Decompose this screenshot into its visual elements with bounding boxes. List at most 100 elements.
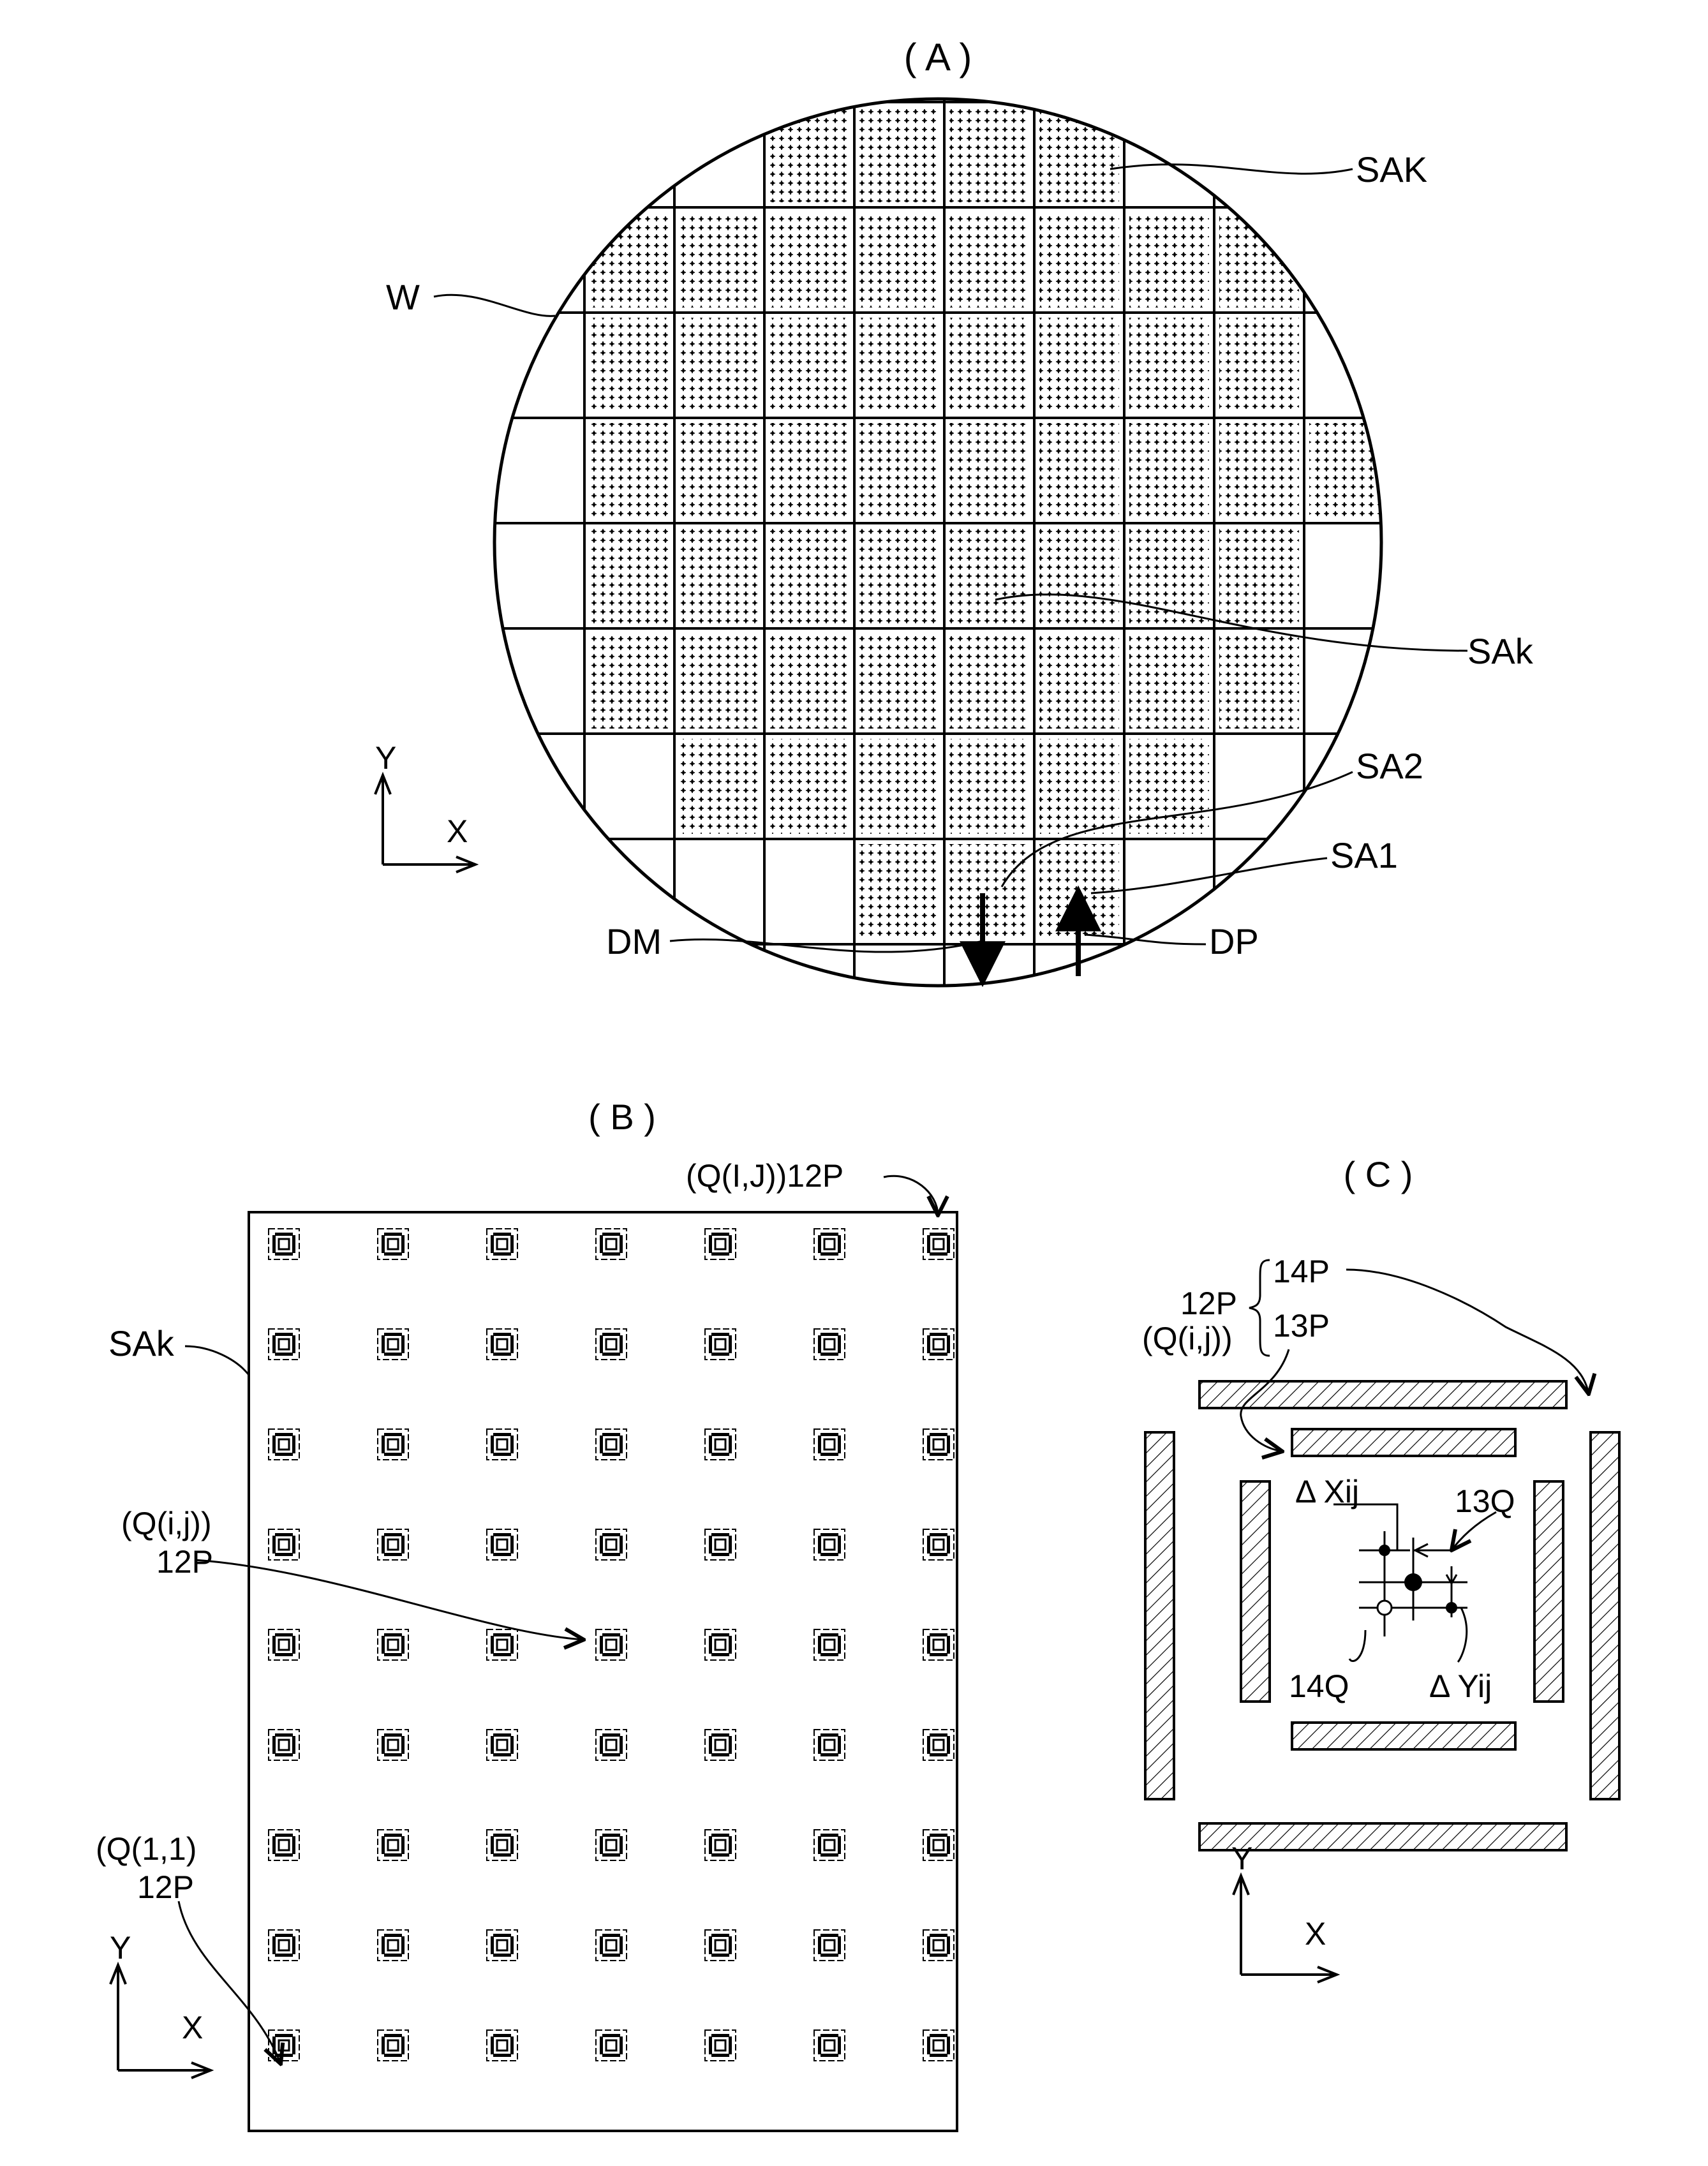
- shot-area: [949, 634, 1029, 729]
- axis-b-y: Y: [110, 1930, 131, 1966]
- axis-b-x: X: [182, 2010, 203, 2045]
- alignment-mark-12p: [814, 1429, 845, 1460]
- shot-area: [859, 212, 939, 308]
- axis-a-x: X: [447, 813, 468, 849]
- alignment-mark-12p: [269, 1629, 299, 1660]
- shot-area: [679, 423, 759, 518]
- shot-area: [1039, 528, 1119, 623]
- label-c-13q: 13Q: [1455, 1483, 1515, 1519]
- inner-bar-bottom: [1292, 1723, 1515, 1749]
- alignment-mark-12p: [596, 1229, 627, 1259]
- alignment-mark-12p: [596, 1529, 627, 1560]
- shot-area: [1129, 318, 1209, 413]
- shot-area: [590, 423, 669, 518]
- alignment-mark-12p: [378, 1730, 408, 1760]
- alignment-mark-12p: [705, 1930, 736, 1961]
- alignment-mark-12p: [378, 1229, 408, 1259]
- shot-area: [679, 318, 759, 413]
- alignment-mark-12p: [923, 1529, 954, 1560]
- alignment-mark-12p: [705, 1229, 736, 1259]
- inner-bar-right: [1534, 1481, 1563, 1702]
- outer-bar-bottom: [1199, 1823, 1566, 1850]
- label-sa2: SA2: [1356, 746, 1423, 786]
- point-13q-corner-right: [1446, 1602, 1457, 1613]
- axis-a-y: Y: [375, 740, 396, 776]
- label-sa1: SA1: [1330, 835, 1398, 875]
- label-b-mid-1: (Q(i,j)): [121, 1506, 212, 1541]
- shot-area: [949, 528, 1029, 623]
- panel-a-title: ( A ): [904, 36, 972, 78]
- alignment-mark-12p: [269, 1930, 299, 1961]
- alignment-mark-12p: [596, 1830, 627, 1860]
- alignment-mark-12p: [814, 1629, 845, 1660]
- alignment-mark-12p: [814, 1830, 845, 1860]
- alignment-mark-12p: [269, 1229, 299, 1259]
- label-dp: DP: [1209, 921, 1259, 961]
- label-b-bottom-1: (Q(1,1): [96, 1831, 197, 1867]
- shot-area: [859, 844, 939, 939]
- shot-area: [590, 528, 669, 623]
- alignment-mark-12p: [923, 1229, 954, 1259]
- shot-area: [949, 739, 1029, 834]
- shot-area: [590, 318, 669, 413]
- alignment-mark-12p: [596, 2030, 627, 2061]
- label-c-14p: 14P: [1273, 1254, 1330, 1289]
- label-b-sak: SAk: [108, 1323, 175, 1363]
- shot-area: [679, 212, 759, 308]
- alignment-mark-12p: [269, 1730, 299, 1760]
- axis-b: Y X: [110, 1930, 211, 2078]
- outer-bar-right: [1591, 1432, 1619, 1799]
- shot-area: [859, 423, 939, 518]
- alignment-mark-12p: [596, 1629, 627, 1660]
- shot-area: [1129, 528, 1209, 623]
- mark-grid: [269, 1229, 954, 2061]
- alignment-mark-12p: [269, 1529, 299, 1560]
- shot-area: [1039, 634, 1119, 729]
- shot-area: [1219, 212, 1299, 308]
- alignment-mark-12p: [378, 1629, 408, 1660]
- alignment-mark-12p: [378, 1930, 408, 1961]
- alignment-mark-12p: [269, 1329, 299, 1360]
- alignment-mark-12p: [923, 1830, 954, 1860]
- alignment-mark-12p: [487, 1830, 517, 1860]
- alignment-mark-12p: [923, 2030, 954, 2061]
- shot-area: [1039, 423, 1119, 518]
- alignment-mark-12p: [923, 1730, 954, 1760]
- alignment-mark-12p: [596, 1329, 627, 1360]
- axis-c: Y X: [1231, 1841, 1337, 1982]
- panel-c-title: ( C ): [1344, 1154, 1413, 1194]
- shot-area: [679, 634, 759, 729]
- alignment-mark-12p: [378, 2030, 408, 2061]
- label-sak: SAK: [1356, 149, 1427, 189]
- leader-dm: [670, 940, 983, 953]
- alignment-mark-12p: [705, 1629, 736, 1660]
- alignment-mark-12p: [487, 2030, 517, 2061]
- shot-area: [1129, 212, 1209, 308]
- alignment-mark-12p: [378, 1429, 408, 1460]
- shot-area: [679, 739, 759, 834]
- alignment-mark-12p: [487, 1529, 517, 1560]
- alignment-mark-12p: [705, 1429, 736, 1460]
- shot-area: [859, 528, 939, 623]
- alignment-mark-12p: [923, 1329, 954, 1360]
- shot-area: [1219, 423, 1299, 518]
- label-c-14q: 14Q: [1289, 1668, 1349, 1704]
- label-c-13p: 13P: [1273, 1308, 1330, 1344]
- panel-b-title: ( B ): [588, 1097, 656, 1137]
- wafer: [447, 64, 1484, 1050]
- outer-bar-top: [1199, 1381, 1566, 1408]
- label-dm: DM: [606, 921, 662, 961]
- alignment-mark-12p: [814, 1930, 845, 1961]
- axis-c-x: X: [1305, 1916, 1326, 1952]
- shot-area: [590, 212, 669, 308]
- alignment-mark-12p: [814, 2030, 845, 2061]
- label-b-bottom-2: 12P: [137, 1869, 194, 1905]
- shot-area: [769, 739, 849, 834]
- alignment-mark-12p: [269, 1830, 299, 1860]
- alignment-mark-12p: [923, 1629, 954, 1660]
- leader-w: [434, 295, 555, 316]
- alignment-mark-12p: [705, 1529, 736, 1560]
- alignment-mark-12p: [487, 1329, 517, 1360]
- shot-area: [769, 107, 849, 202]
- inner-bar-top: [1292, 1429, 1515, 1456]
